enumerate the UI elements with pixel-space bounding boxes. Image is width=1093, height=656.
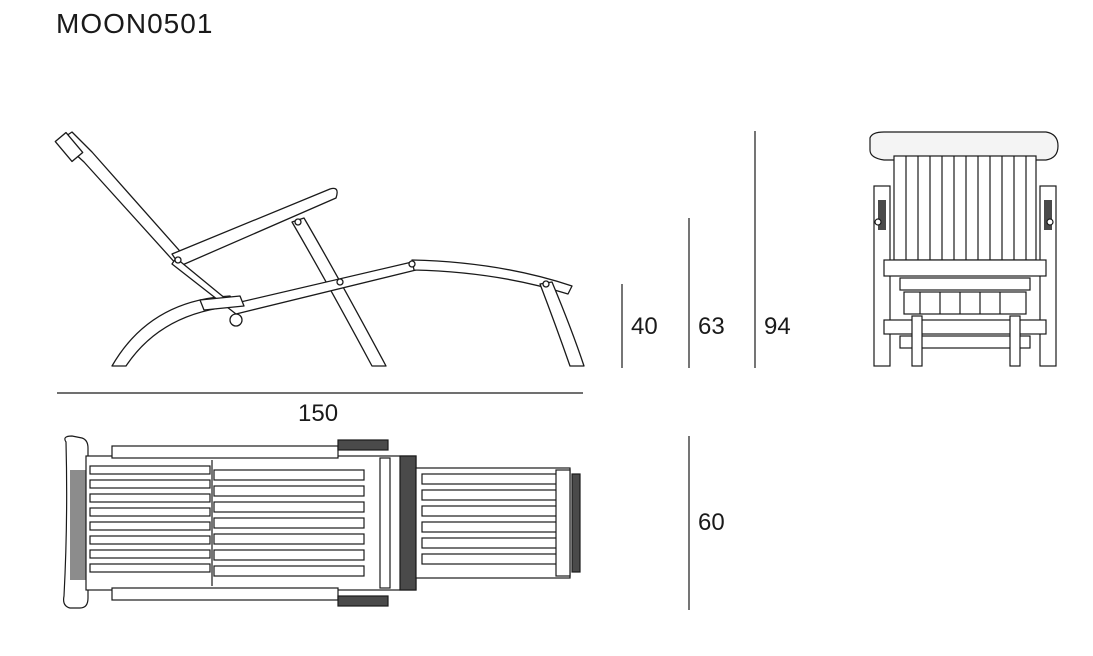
armrest-height-label: 63: [698, 313, 725, 340]
side-front-leg: [291, 217, 387, 367]
side-headrest-pad: [54, 131, 84, 163]
top-back-slat: [89, 493, 211, 503]
top-armrest-upper: [111, 445, 339, 459]
top-back-slat: [89, 521, 211, 531]
top-seat-slat: [213, 549, 365, 561]
front-slat-block: [903, 291, 1027, 315]
side-view: [54, 131, 585, 367]
top-back-slat: [89, 535, 211, 545]
pivot-bolt: [174, 256, 182, 264]
top-foot-cap: [571, 473, 581, 573]
front-back-panel: [893, 155, 1037, 261]
top-armrest-lower: [111, 587, 339, 601]
top-headrest-shade: [70, 470, 86, 580]
seat-height-label: 40: [631, 313, 658, 340]
side-footrest: [411, 259, 573, 295]
side-footrest-leg: [539, 281, 585, 367]
top-back-slat: [89, 563, 211, 573]
top-back-slat: [89, 465, 211, 475]
top-seat-slat: [213, 469, 365, 481]
length-label: 150: [298, 400, 339, 427]
front-right-frame-dark: [1044, 200, 1052, 230]
top-seat-slat: [213, 501, 365, 513]
top-view: [63, 435, 581, 609]
width-label: 60: [698, 509, 725, 536]
top-armrest-end-lower: [337, 595, 389, 607]
top-center-post-left: [379, 457, 391, 589]
side-brace: [199, 295, 245, 311]
top-seat-slat: [213, 517, 365, 529]
height-dimension-lines: [621, 131, 756, 368]
front-base-lower: [899, 335, 1031, 349]
product-code-title: MOON0501: [56, 8, 214, 39]
front-bolt-right: [1046, 218, 1054, 226]
top-back-slat: [89, 479, 211, 489]
top-seat-slat: [213, 485, 365, 497]
front-seat-rail-lower: [899, 277, 1031, 291]
side-armrest: [171, 187, 338, 267]
pivot-knob: [229, 313, 243, 327]
top-foot-slat: [421, 553, 559, 565]
top-foot-slat: [421, 473, 559, 485]
front-left-frame-dark: [878, 200, 886, 230]
pivot-bolt: [542, 280, 550, 288]
top-seat-slat: [213, 533, 365, 545]
front-headrest: [869, 131, 1059, 161]
front-seat-rail: [883, 259, 1047, 277]
front-base-rail: [883, 319, 1047, 335]
top-foot-slat: [421, 505, 559, 517]
front-left-leg: [911, 315, 923, 367]
pivot-bolt: [336, 278, 344, 286]
top-seat-slat: [213, 565, 365, 577]
top-foot-slat: [421, 489, 559, 501]
top-back-slat: [89, 507, 211, 517]
top-armrest-end-upper: [337, 439, 389, 451]
front-bolt-left: [874, 218, 882, 226]
total-height-label: 94: [764, 313, 791, 340]
top-back-slat: [89, 549, 211, 559]
pivot-bolt: [408, 260, 416, 268]
top-foot-slat: [421, 537, 559, 549]
top-foot-end: [555, 469, 571, 577]
front-right-leg: [1009, 315, 1021, 367]
top-center-post-right: [399, 455, 417, 591]
front-view: [869, 131, 1059, 367]
top-foot-slat: [421, 521, 559, 533]
pivot-bolt: [294, 218, 302, 226]
